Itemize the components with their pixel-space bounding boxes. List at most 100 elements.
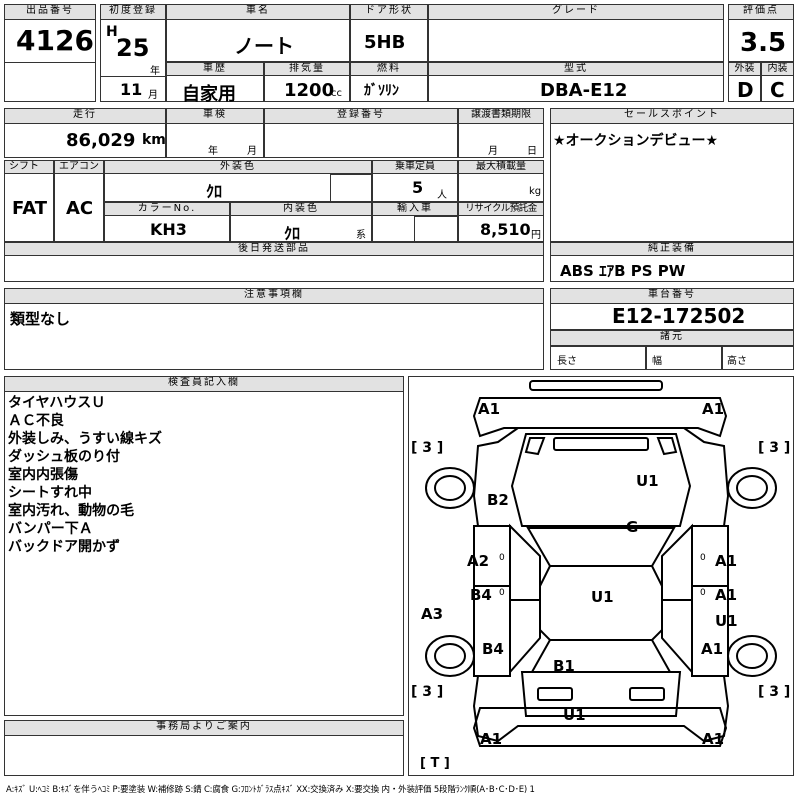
capacity-value: 5 bbox=[412, 178, 424, 197]
diagram-label: A1 bbox=[480, 730, 503, 748]
caution-text: 類型なし bbox=[10, 310, 71, 328]
import-label: 輸入車 bbox=[372, 202, 458, 216]
max-load-label: 最大積載量 bbox=[458, 160, 544, 174]
capacity-unit: 人 bbox=[437, 190, 447, 201]
wheel-rear-right-inner bbox=[736, 643, 768, 669]
inspection-month-unit: 月 bbox=[247, 146, 257, 157]
diagram-label: A1 bbox=[478, 400, 501, 418]
tire-mark: [ 3 ] bbox=[411, 684, 444, 700]
displacement-label: 排気量 bbox=[264, 62, 350, 76]
transfer-label: 譲渡書類期限 bbox=[458, 108, 544, 124]
wheel-rear-right bbox=[727, 635, 777, 677]
specs-width: 幅 bbox=[652, 356, 662, 367]
year-unit: 年 bbox=[150, 66, 160, 77]
history-label: 車歴 bbox=[166, 62, 264, 76]
sales-point-box bbox=[550, 108, 794, 242]
month-unit: 月 bbox=[148, 90, 158, 101]
interior-label: 内装 bbox=[761, 62, 794, 76]
left-front-door bbox=[509, 523, 541, 601]
chassis-number: E12-172502 bbox=[612, 304, 746, 328]
office-label: 事務局よりご案内 bbox=[4, 720, 404, 736]
inspector-box bbox=[4, 376, 404, 716]
capacity-label: 乗車定員 bbox=[372, 160, 458, 174]
car-diagram bbox=[425, 380, 777, 747]
car-name: ノート bbox=[234, 34, 294, 58]
diagram-label: G bbox=[626, 518, 639, 536]
color-no-value: KH3 bbox=[150, 220, 187, 239]
sales-point-text: ★オークションデビュー★ bbox=[553, 133, 719, 149]
first-reg-month: 11 bbox=[120, 80, 143, 99]
inspector-note: 室内内張傷 bbox=[8, 467, 78, 483]
zero-mark: 0 bbox=[700, 553, 706, 563]
diagram-label: A2 bbox=[467, 552, 490, 570]
left-rear-fender bbox=[473, 585, 511, 677]
fuel-value: ｶﾞｿﾘﾝ bbox=[364, 83, 399, 99]
diagram-label: U1 bbox=[636, 472, 659, 490]
sales-point-label: セールスポイント bbox=[550, 108, 794, 124]
tire-mark: [ 3 ] bbox=[411, 440, 444, 456]
inspection-label: 車検 bbox=[166, 108, 264, 124]
diagram-label: A1 bbox=[702, 730, 725, 748]
tire-mark: [ 3 ] bbox=[758, 440, 791, 456]
car-body-outline bbox=[472, 427, 730, 743]
displacement-value: 1200 bbox=[284, 80, 335, 101]
diagram-label: B1 bbox=[553, 657, 575, 675]
later-parts-label: 後日発送部品 bbox=[4, 242, 544, 256]
diagram-label: B4 bbox=[470, 586, 492, 604]
chassis-label: 車台番号 bbox=[550, 288, 794, 304]
diagram-label: A1 bbox=[715, 586, 738, 604]
headlight-right bbox=[656, 437, 678, 456]
score-label: 評価点 bbox=[728, 4, 794, 20]
model-label: 型式 bbox=[428, 62, 724, 76]
recycle-unit: 円 bbox=[531, 230, 541, 241]
shift-value: FAT bbox=[12, 198, 48, 219]
specs-height: 高さ bbox=[727, 356, 747, 367]
zero-mark: 0 bbox=[499, 553, 505, 563]
specs-height-box bbox=[722, 346, 794, 370]
inspector-note: バックドア開かず bbox=[8, 539, 120, 555]
inspector-note: ＡＣ不良 bbox=[8, 413, 64, 429]
left-rear-door bbox=[509, 599, 541, 675]
right-rear-fender bbox=[691, 585, 729, 677]
lot-number-lower bbox=[4, 62, 96, 102]
wheel-front-right bbox=[727, 467, 777, 509]
rear-light-right bbox=[629, 687, 665, 701]
fuel-label: 燃料 bbox=[350, 62, 428, 76]
inspector-note: バンパー下Ａ bbox=[8, 521, 93, 537]
mileage-value: 86,029 bbox=[66, 130, 136, 151]
grade-label: グレード bbox=[428, 4, 724, 20]
car-diagram-box bbox=[408, 376, 794, 776]
equipment-value: ABS ｴｱB PS PW bbox=[560, 262, 686, 280]
wheel-rear-left bbox=[425, 635, 475, 677]
inspector-label: 検査員記入欄 bbox=[4, 376, 404, 392]
first-reg-label: 初度登録 bbox=[100, 4, 166, 20]
wheel-front-left bbox=[425, 467, 475, 509]
transfer-day: 日 bbox=[527, 146, 537, 157]
lot-number-label: 出品番号 bbox=[4, 4, 96, 20]
rear-light-left bbox=[537, 687, 573, 701]
diagram-label: A3 bbox=[421, 605, 444, 623]
car-name-label: 車名 bbox=[166, 4, 350, 20]
max-load-unit: kg bbox=[529, 186, 542, 197]
caution-label: 注意事項欄 bbox=[4, 288, 544, 304]
diagram-label: A1 bbox=[702, 400, 725, 418]
int-color-value: ｸﾛ bbox=[284, 224, 301, 243]
transfer-month: 月 bbox=[488, 146, 498, 157]
wheel-front-left-inner bbox=[434, 475, 466, 501]
wheel-front-right-inner bbox=[736, 475, 768, 501]
overall-score: 3.5 bbox=[740, 28, 787, 58]
displacement-unit: cc bbox=[331, 88, 342, 99]
int-color-unit: 系 bbox=[356, 230, 366, 241]
diagram-label: U1 bbox=[563, 706, 586, 724]
import-divider bbox=[414, 216, 458, 242]
era-mark: H bbox=[106, 24, 118, 40]
exterior-score: D bbox=[737, 78, 754, 102]
diagram-label: A1 bbox=[715, 552, 738, 570]
reg-no-label: 登録番号 bbox=[264, 108, 458, 124]
ac-value: AC bbox=[66, 198, 94, 219]
inspection-year-unit: 年 bbox=[208, 146, 218, 157]
specs-length-box bbox=[550, 346, 646, 370]
door-type: 5HB bbox=[364, 32, 406, 53]
inspector-note: ダッシュ板のり付 bbox=[8, 449, 120, 465]
mileage-label: 走行 bbox=[4, 108, 166, 124]
